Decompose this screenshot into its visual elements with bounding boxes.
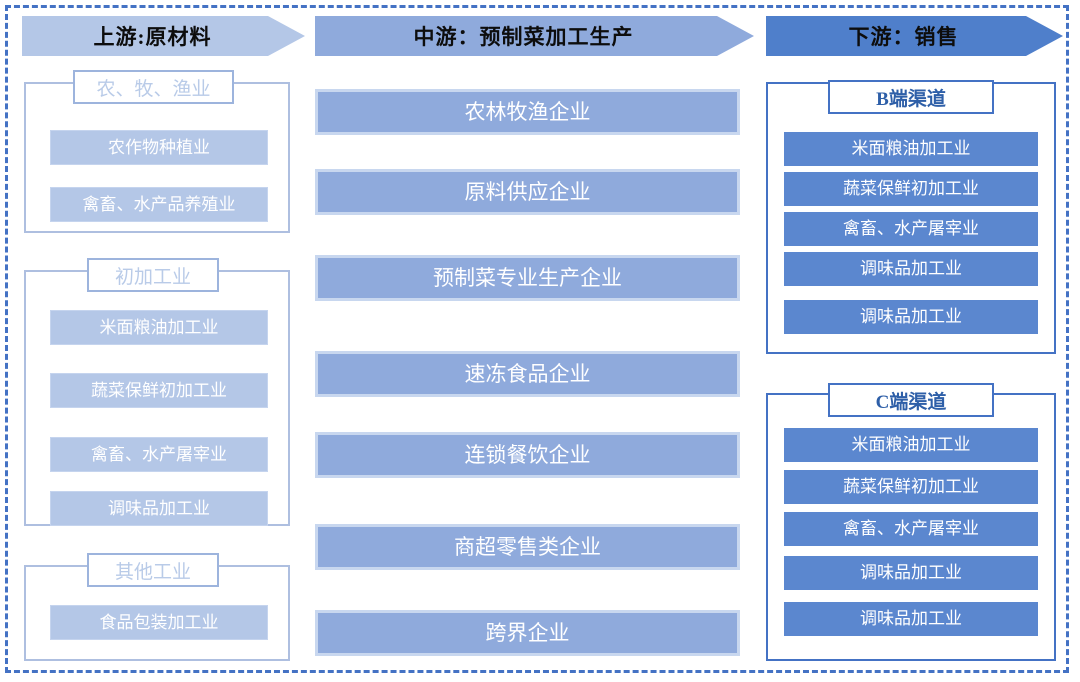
midstream-item-agri-forestry[interactable]: 农林牧渔企业: [315, 89, 740, 135]
downstream-b-item-grain-oil[interactable]: 米面粮油加工业: [784, 132, 1038, 166]
downstream-c-item-condiment-1[interactable]: 调味品加工业: [784, 556, 1038, 590]
caption-text: B端渠道: [876, 88, 946, 110]
bar-text: 调味品加工业: [108, 498, 210, 518]
midstream-item-prepared-dish-producer[interactable]: 预制菜专业生产企业: [315, 255, 740, 301]
downstream-c-item-condiment-2[interactable]: 调味品加工业: [784, 602, 1038, 636]
upstream-item-livestock-aquaculture[interactable]: 禽畜、水产品养殖业: [50, 187, 268, 222]
downstream-b-item-slaughter[interactable]: 禽畜、水产屠宰业: [784, 212, 1038, 246]
downstream-b-item-vegetable-preservation[interactable]: 蔬菜保鲜初加工业: [784, 172, 1038, 206]
bar-text: 调味品加工业: [860, 563, 962, 583]
bar-text: 蔬菜保鲜初加工业: [843, 477, 979, 497]
upstream-group-1-caption: 农、牧、渔业: [73, 70, 234, 104]
bar-text: 米面粮油加工业: [851, 139, 971, 159]
bar-text: 连锁餐饮企业: [464, 442, 591, 467]
downstream-c-item-vegetable-preservation[interactable]: 蔬菜保鲜初加工业: [784, 470, 1038, 504]
upstream-item-slaughter[interactable]: 禽畜、水产屠宰业: [50, 437, 268, 472]
downstream-c-item-grain-oil[interactable]: 米面粮油加工业: [784, 428, 1038, 462]
downstream-b-item-condiment-2[interactable]: 调味品加工业: [784, 300, 1038, 334]
bar-text: 禽畜、水产屠宰业: [843, 519, 979, 539]
caption-text: 农、牧、渔业: [96, 78, 211, 100]
upstream-group-3-caption: 其他工业: [87, 553, 219, 587]
bar-text: 米面粮油加工业: [851, 435, 971, 455]
downstream-group-b-caption: B端渠道: [828, 80, 994, 114]
bar-text: 农林牧渔企业: [464, 99, 591, 124]
midstream-item-cross-industry[interactable]: 跨界企业: [315, 610, 740, 656]
bar-text: 调味品加工业: [860, 259, 962, 279]
midstream-header-text: 中游：预制菜加工生产: [413, 25, 634, 49]
caption-text: C端渠道: [875, 391, 947, 413]
midstream-item-chain-restaurant[interactable]: 连锁餐饮企业: [315, 432, 740, 478]
bar-text: 预制菜专业生产企业: [433, 265, 622, 290]
downstream-b-item-condiment-1[interactable]: 调味品加工业: [784, 252, 1038, 286]
bar-text: 蔬菜保鲜初加工业: [843, 179, 979, 199]
bar-text: 原料供应企业: [464, 179, 591, 204]
bar-text: 农作物种植业: [108, 137, 210, 157]
midstream-item-frozen-food[interactable]: 速冻食品企业: [315, 351, 740, 397]
outer-dashed-frame: [5, 5, 1069, 673]
bar-text: 商超零售类企业: [454, 534, 601, 559]
midstream-arrow-label: 中游：预制菜加工生产: [315, 16, 754, 56]
bar-text: 跨界企业: [485, 620, 570, 645]
caption-text: 初加工业: [114, 266, 191, 288]
bar-text: 调味品加工业: [860, 609, 962, 629]
bar-text: 禽畜、水产屠宰业: [91, 444, 227, 464]
upstream-arrow-label: 上游:原材料: [22, 16, 305, 56]
upstream-header-text: 上游:原材料: [93, 25, 212, 49]
downstream-header-text: 下游：销售: [848, 25, 959, 49]
downstream-c-item-slaughter[interactable]: 禽畜、水产屠宰业: [784, 512, 1038, 546]
upstream-item-vegetable-preservation[interactable]: 蔬菜保鲜初加工业: [50, 373, 268, 408]
bar-text: 蔬菜保鲜初加工业: [91, 380, 227, 400]
caption-text: 其他工业: [114, 561, 191, 583]
midstream-item-raw-material-supply[interactable]: 原料供应企业: [315, 169, 740, 215]
downstream-arrow-label: 下游：销售: [766, 16, 1063, 56]
upstream-item-crop-planting[interactable]: 农作物种植业: [50, 130, 268, 165]
bar-text: 速冻食品企业: [464, 361, 591, 386]
bar-text: 禽畜、水产屠宰业: [843, 219, 979, 239]
midstream-item-retail-supermarket[interactable]: 商超零售类企业: [315, 524, 740, 570]
bar-text: 食品包装加工业: [99, 612, 219, 632]
upstream-item-condiment[interactable]: 调味品加工业: [50, 491, 268, 526]
bar-text: 米面粮油加工业: [99, 317, 219, 337]
bar-text: 调味品加工业: [860, 307, 962, 327]
upstream-group-2-caption: 初加工业: [87, 258, 219, 292]
downstream-group-c-caption: C端渠道: [828, 383, 994, 417]
bar-text: 禽畜、水产品养殖业: [82, 194, 236, 214]
upstream-item-grain-oil[interactable]: 米面粮油加工业: [50, 310, 268, 345]
upstream-item-food-packaging[interactable]: 食品包装加工业: [50, 605, 268, 640]
